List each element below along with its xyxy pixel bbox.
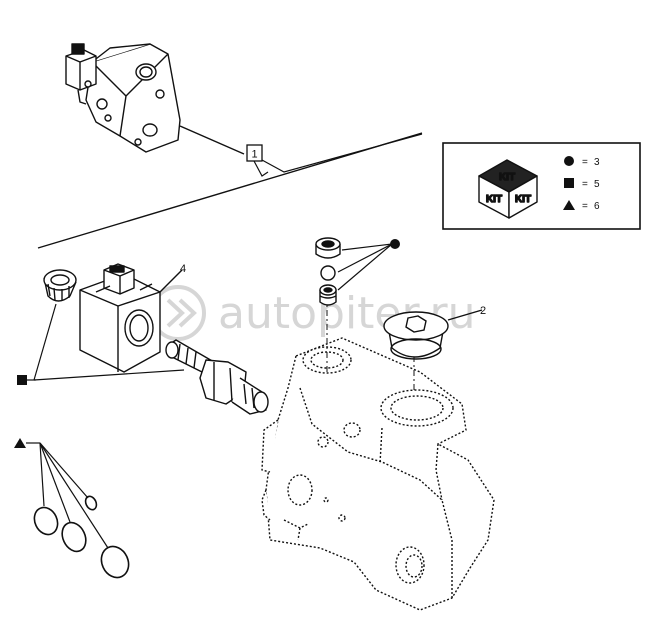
circle-qty: 3 xyxy=(594,157,600,168)
callout-1-label: 1 xyxy=(251,149,257,161)
square-kit-marker xyxy=(17,375,27,385)
solenoid-coil-part-4 xyxy=(79,263,183,373)
triangle-kit-marker xyxy=(14,438,26,448)
valve-body-dotted xyxy=(261,337,495,611)
callout-2-label: 2 xyxy=(480,305,486,317)
circle-kit-marker xyxy=(390,239,400,249)
plug-part-2 xyxy=(383,309,483,360)
kit-box-icon: KIT KIT KIT xyxy=(478,159,538,219)
kit-label-left: KIT xyxy=(486,194,502,205)
circle-eq: = xyxy=(582,157,588,168)
triangle-eq: = xyxy=(582,201,588,212)
triangle-qty: 6 xyxy=(594,201,600,212)
circle-kit-leaders xyxy=(337,243,393,291)
square-qty: 5 xyxy=(594,179,600,190)
cartridge-valve-part xyxy=(165,339,269,415)
triangle-kit-leaders xyxy=(26,442,109,549)
kit-label-top: KIT xyxy=(499,172,515,183)
square-eq: = xyxy=(582,179,588,190)
valve-assembly-overview xyxy=(65,43,245,155)
circle-symbol-icon xyxy=(564,156,574,166)
callout-1: 1 xyxy=(246,133,423,177)
square-kit-leaders xyxy=(33,303,185,381)
square-symbol-icon xyxy=(564,178,574,188)
o-rings xyxy=(33,495,130,579)
triangle-symbol-icon xyxy=(563,200,575,210)
center-lines xyxy=(326,296,415,392)
kit-label-right: KIT xyxy=(515,194,531,205)
nut-part xyxy=(43,269,77,302)
fittings-stack xyxy=(315,237,341,306)
callout-4-label: 4 xyxy=(180,263,186,275)
kit-legend: KIT KIT KIT = 3 = 5 = 6 xyxy=(442,142,641,230)
